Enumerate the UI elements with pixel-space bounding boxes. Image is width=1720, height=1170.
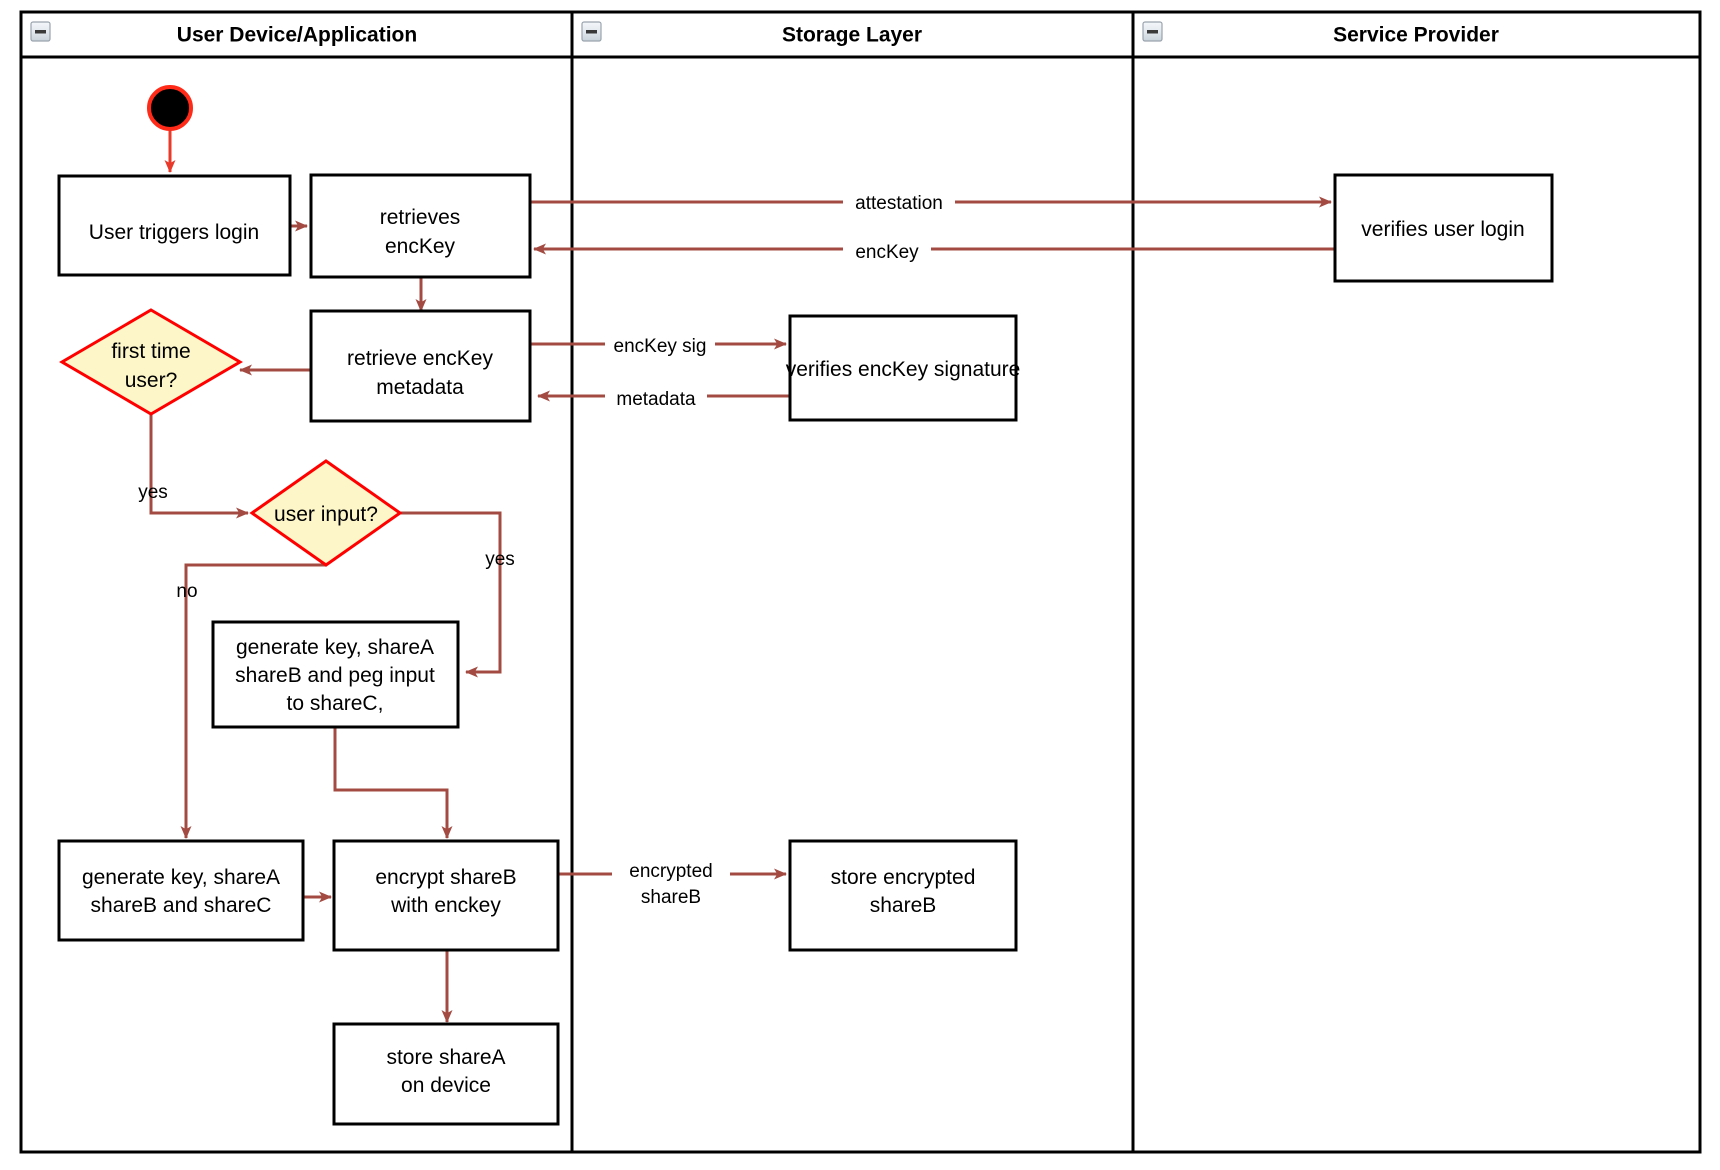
activity-store-encrypted-shareb[interactable]: store encrypted shareB bbox=[788, 839, 1018, 952]
edge-label-metadata: metadata bbox=[605, 385, 707, 411]
activity-verifies-enckey-signature[interactable]: verifies encKey signature bbox=[786, 314, 1021, 422]
edge-first-time-yes bbox=[149, 414, 249, 519]
collapse-minus-icon[interactable] bbox=[581, 21, 602, 42]
edge-label-user-input-no: no bbox=[176, 581, 197, 602]
edge-label-enckey: encKey bbox=[843, 238, 931, 264]
activity-retrieve-enckey-metadata[interactable]: retrieve encKey metadata bbox=[309, 309, 532, 423]
activity-encrypt-shareb[interactable]: encrypt shareB with enckey bbox=[332, 839, 560, 952]
edge-label-encrypted-shareb: encrypted shareB bbox=[612, 857, 730, 908]
node-label-line1: retrieves bbox=[380, 206, 461, 229]
svg-text:attestation: attestation bbox=[855, 193, 943, 214]
node-label-line3: to shareC, bbox=[287, 692, 384, 715]
activity-verifies-user-login[interactable]: verifies user login bbox=[1333, 173, 1554, 283]
node-label: verifies user login bbox=[1361, 218, 1524, 241]
node-label-line2: on device bbox=[401, 1074, 491, 1097]
node-label-line1: generate key, shareA bbox=[82, 866, 280, 889]
svg-text:metadata: metadata bbox=[616, 389, 696, 410]
collapse-minus-icon[interactable] bbox=[1142, 21, 1163, 42]
node-label-line1: encrypt shareB bbox=[375, 866, 516, 889]
node-label: User triggers login bbox=[89, 221, 259, 244]
node-label-line1: first time bbox=[111, 340, 190, 363]
edge-label-user-input-yes: yes bbox=[485, 549, 515, 570]
svg-text:yes: yes bbox=[485, 549, 515, 570]
lane-header-user-device[interactable]: User Device/Application bbox=[30, 21, 417, 47]
lane-header-service-provider[interactable]: Service Provider bbox=[1142, 21, 1499, 47]
node-label-line1: store encrypted bbox=[831, 866, 976, 889]
node-label: verifies encKey signature bbox=[786, 358, 1021, 381]
lane-title-storage: Storage Layer bbox=[782, 24, 922, 47]
decision-first-time-user[interactable]: first time user? bbox=[59, 308, 243, 416]
node-label-line1: generate key, shareA bbox=[236, 636, 434, 659]
diagram-frame bbox=[19, 10, 1702, 1154]
lane-title-user-device: User Device/Application bbox=[177, 24, 417, 47]
node-label-line2: encKey bbox=[385, 235, 456, 258]
edge-user-input-no bbox=[180, 563, 326, 839]
node-label-line1: store shareA bbox=[386, 1046, 505, 1069]
activity-retrieves-enckey[interactable]: retrieves encKey bbox=[309, 173, 532, 279]
edge-label-enckey-sig: encKey sig bbox=[605, 332, 715, 358]
node-label-line2: user? bbox=[125, 369, 178, 392]
edge-label-attestation: attestation bbox=[843, 189, 955, 215]
initial-node bbox=[147, 85, 193, 131]
node-label-line1: retrieve encKey bbox=[347, 347, 493, 370]
node-label: user input? bbox=[274, 503, 378, 526]
edge-peg-to-encrypt bbox=[333, 727, 453, 839]
node-label-line2: shareB bbox=[870, 894, 937, 917]
svg-text:shareB: shareB bbox=[641, 887, 701, 908]
collapse-minus-icon[interactable] bbox=[30, 21, 51, 42]
activity-store-sharea[interactable]: store shareA on device bbox=[332, 1022, 560, 1126]
svg-text:encKey sig: encKey sig bbox=[614, 336, 707, 357]
edge-label-first-time-yes: yes bbox=[138, 482, 168, 503]
activity-generate-key-abc[interactable]: generate key, shareA shareB and shareC bbox=[57, 839, 305, 942]
node-label-line2: shareB and shareC bbox=[91, 894, 272, 917]
svg-text:no: no bbox=[176, 581, 197, 602]
svg-text:encrypted: encrypted bbox=[629, 861, 712, 882]
node-label-line2: with enckey bbox=[390, 894, 501, 917]
lane-title-service-provider: Service Provider bbox=[1333, 24, 1499, 47]
node-label-line2: shareB and peg input bbox=[235, 664, 435, 687]
decision-user-input[interactable]: user input? bbox=[249, 459, 403, 567]
edge-user-input-yes bbox=[400, 511, 502, 678]
lane-header-storage[interactable]: Storage Layer bbox=[581, 21, 922, 47]
activity-generate-key-peg[interactable]: generate key, shareA shareB and peg inpu… bbox=[211, 620, 460, 729]
activity-user-triggers-login[interactable]: User triggers login bbox=[57, 174, 292, 277]
node-label-line2: metadata bbox=[376, 376, 464, 399]
svg-text:encKey: encKey bbox=[855, 242, 919, 263]
svg-text:yes: yes bbox=[138, 482, 168, 503]
